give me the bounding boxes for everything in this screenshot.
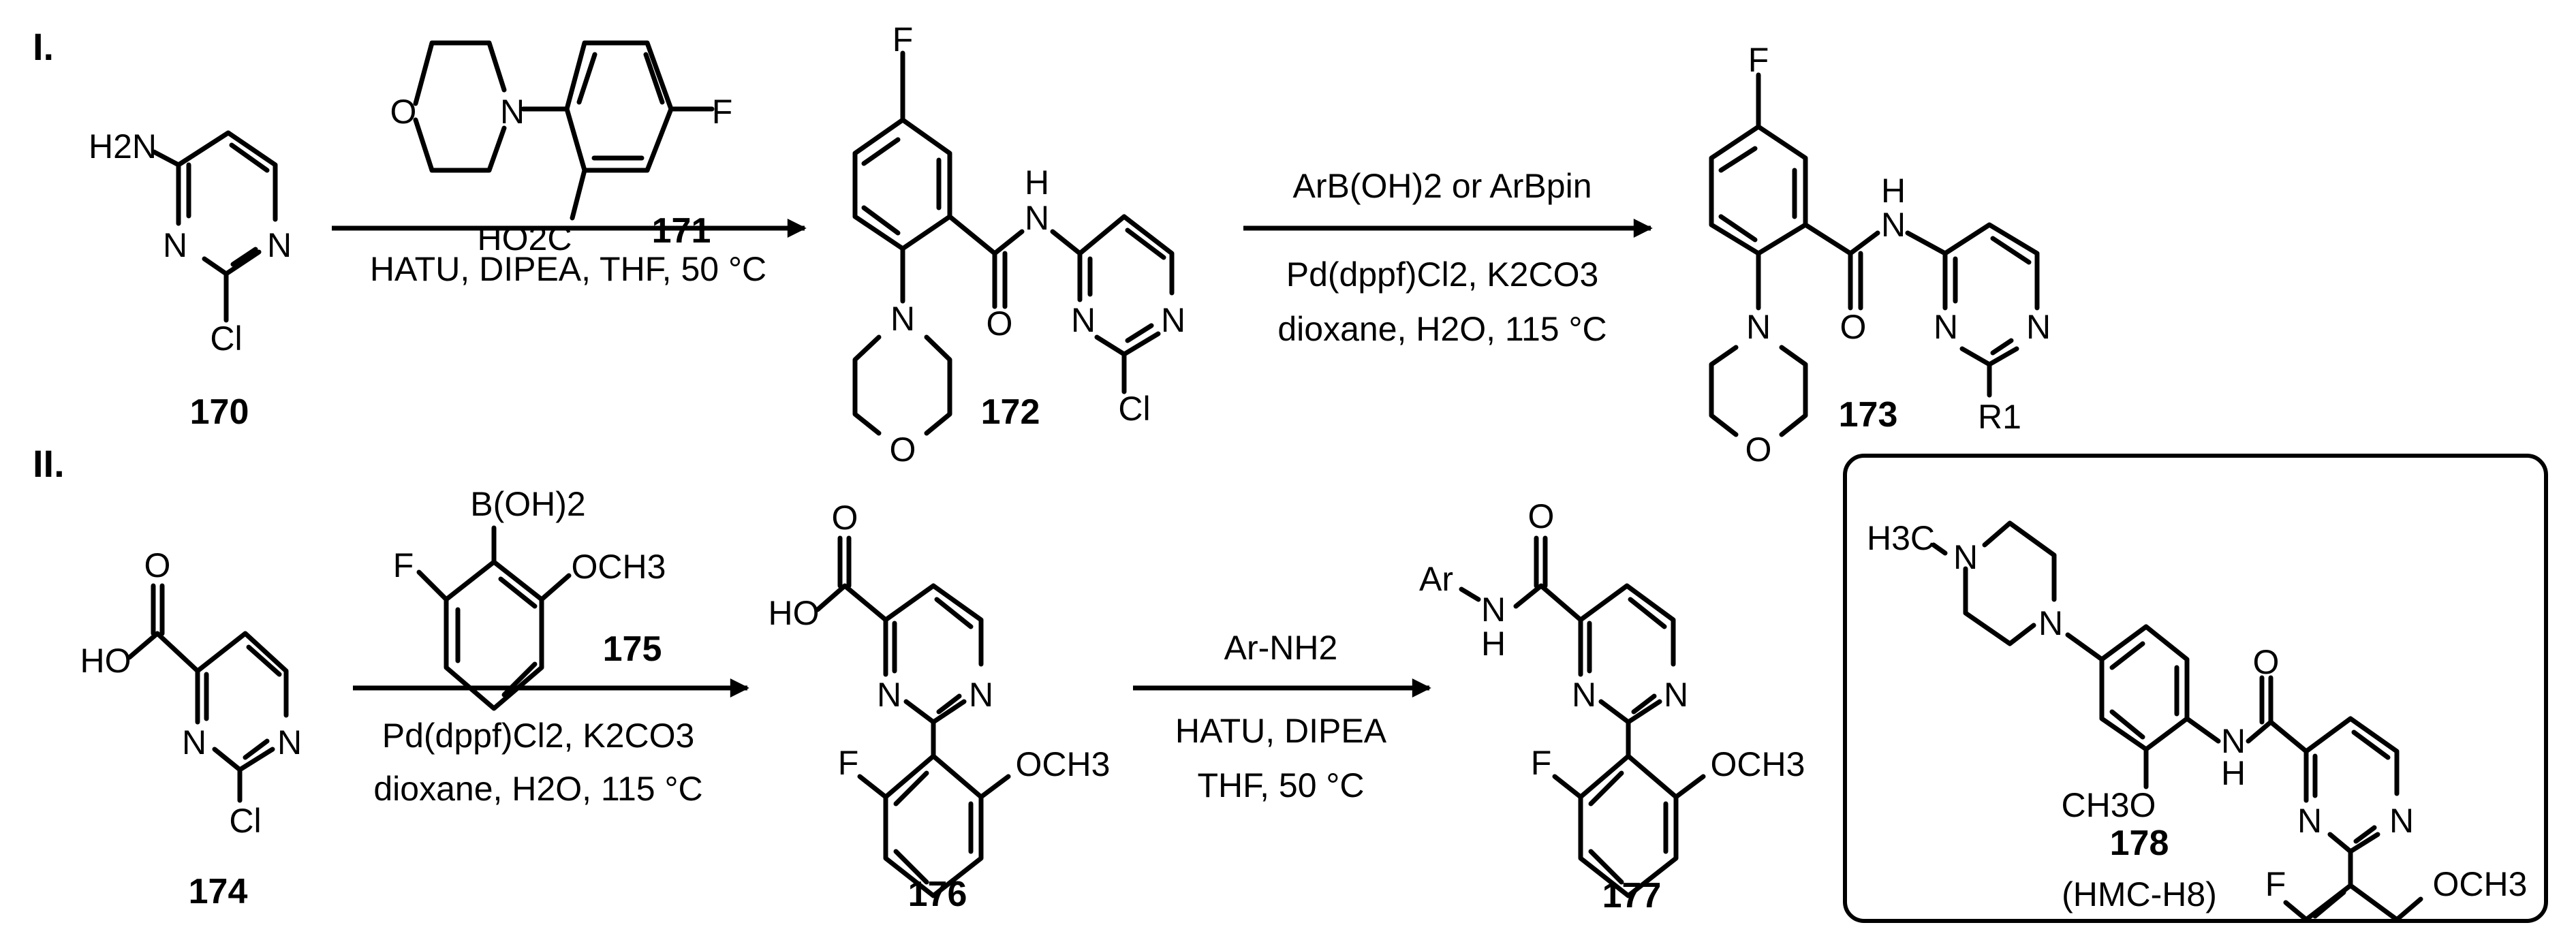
atom-n: N xyxy=(2221,722,2246,760)
compound-171: O N F HO2C 171 xyxy=(390,40,733,257)
conditions-r2-line1: Pd(dppf)Cl2, K2CO3 xyxy=(1286,255,1599,294)
atom-n: N xyxy=(1481,591,1506,629)
atom-h: H xyxy=(1881,172,1906,210)
conditions-r2-above: ArB(OH)2 or ArBpin xyxy=(1292,167,1592,205)
atom-n: N xyxy=(182,723,206,762)
atom-o-carbonyl: O xyxy=(1840,308,1867,346)
compound-170: H2N N N Cl 170 xyxy=(89,127,292,432)
atom-o: O xyxy=(144,546,171,584)
atom-o: O xyxy=(2253,643,2280,681)
conditions-r2-line2: dioxane, H2O, 115 °C xyxy=(1277,310,1607,348)
compound-label-174: 174 xyxy=(189,872,248,911)
atom-o-morpholine: O xyxy=(890,430,916,469)
atom-n: N xyxy=(1934,308,1958,346)
compound-label-173: 173 xyxy=(1839,395,1898,435)
compound-name-178: (HMC-H8) xyxy=(2062,875,2217,913)
compound-label-172: 172 xyxy=(981,392,1040,432)
conditions-r4-line2: THF, 50 °C xyxy=(1197,766,1364,804)
atom-n: N xyxy=(277,723,302,762)
atom-och3: OCH3 xyxy=(572,548,666,586)
atom-ch3o: CH3O xyxy=(2062,786,2156,824)
compound-label-176: 176 xyxy=(908,875,967,914)
atom-och3: OCH3 xyxy=(1711,745,1805,783)
atom-och3: OCH3 xyxy=(2433,865,2528,903)
atom-n-morpholine: N xyxy=(890,300,915,338)
section-label-ii: II. xyxy=(33,442,65,485)
conditions-r3-line2: dioxane, H2O, 115 °C xyxy=(373,770,702,808)
atom-n: N xyxy=(2389,802,2414,840)
conditions-r4-line1: HATU, DIPEA xyxy=(1175,712,1387,750)
atom-co2h: HO2C xyxy=(478,219,572,257)
compound-178-box: H3C N N O N H CH3O N N F OCH3 178 (HMC-H… xyxy=(1843,454,2548,923)
atom-n: N xyxy=(2026,308,2051,346)
atom-nh2: H2N xyxy=(89,127,157,166)
compound-label-177: 177 xyxy=(1602,876,1662,915)
atom-n: N xyxy=(877,676,901,714)
atom-f: F xyxy=(893,20,914,59)
atom-h3c: H3C xyxy=(1867,519,1935,557)
atom-n-morpholine: N xyxy=(1746,308,1771,346)
atom-f: F xyxy=(838,744,859,782)
conditions-r4-above: Ar-NH2 xyxy=(1224,629,1338,667)
atom-f: F xyxy=(393,546,414,584)
atom-o: O xyxy=(390,93,417,131)
atom-f: F xyxy=(2265,865,2286,903)
compound-label-171: 171 xyxy=(652,211,711,251)
atom-n: N xyxy=(500,93,525,131)
atom-r1: R1 xyxy=(1978,398,2021,436)
compound-176: O HO N N F OCH3 176 xyxy=(769,499,1111,914)
atom-o: O xyxy=(1528,497,1555,535)
atom-n-amide: N xyxy=(1025,199,1049,237)
atom-cl: Cl xyxy=(229,802,261,840)
highlight-box xyxy=(1843,454,2548,923)
atom-n-amide: N xyxy=(1881,206,1906,244)
atom-ar: Ar xyxy=(1419,560,1453,598)
atom-och3: OCH3 xyxy=(1016,745,1111,783)
compound-label-175: 175 xyxy=(603,629,662,669)
compound-label-170: 170 xyxy=(190,392,249,432)
atom-n-aryl: N xyxy=(2038,604,2063,642)
conditions-r3-line1: Pd(dppf)Cl2, K2CO3 xyxy=(382,717,695,755)
compound-172: F H N O N O N N Cl 172 xyxy=(852,20,1185,469)
atom-n-methyl: N xyxy=(1953,538,1978,576)
atom-h: H xyxy=(1025,163,1049,202)
atom-n: N xyxy=(969,676,993,714)
atom-ho: HO xyxy=(80,642,131,680)
atom-n: N xyxy=(1572,676,1596,714)
atom-boh2: B(OH)2 xyxy=(470,485,585,523)
compound-173: F H N O N O N N R1 173 xyxy=(1709,41,2051,469)
atom-h: H xyxy=(2221,754,2246,792)
atom-f: F xyxy=(1531,744,1552,782)
conditions-r1-line1: HATU, DIPEA, THF, 50 °C xyxy=(370,250,766,288)
atom-h: H xyxy=(1481,625,1506,663)
atom-f: F xyxy=(1748,41,1769,79)
atom-o: O xyxy=(832,499,858,537)
atom-n: N xyxy=(163,226,187,264)
section-label-i: I. xyxy=(33,25,54,68)
atom-n: N xyxy=(2297,802,2322,840)
atom-n: N xyxy=(267,226,292,264)
atom-o-carbonyl: O xyxy=(987,304,1013,343)
atom-n: N xyxy=(1664,676,1688,714)
atom-f: F xyxy=(712,93,733,131)
atom-o-morpholine: O xyxy=(1745,430,1772,469)
atom-cl: Cl xyxy=(210,319,242,358)
atom-n: N xyxy=(1071,301,1096,339)
atom-cl: Cl xyxy=(1118,390,1150,428)
compound-label-178: 178 xyxy=(2110,824,2169,863)
compound-175: B(OH)2 F OCH3 175 xyxy=(393,485,666,711)
atom-n: N xyxy=(1161,301,1185,339)
compound-177: O Ar N H N N F OCH3 177 xyxy=(1419,497,1805,915)
atom-ho: HO xyxy=(769,594,820,632)
compound-174: O HO N N Cl 174 xyxy=(80,546,302,911)
